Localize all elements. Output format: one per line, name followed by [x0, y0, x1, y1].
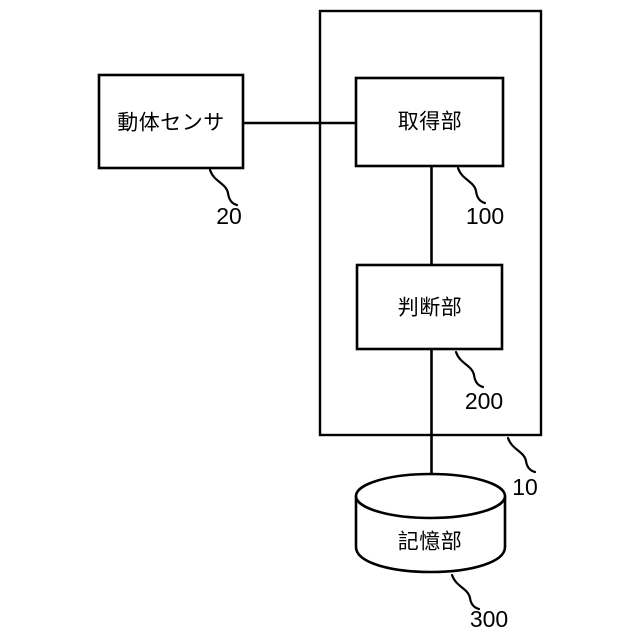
reference-number-300: 300	[470, 606, 508, 632]
storage-unit-cylinder-top	[354, 472, 507, 520]
acquisition-unit-box	[354, 76, 505, 168]
leader-line-10	[506, 436, 537, 474]
judgment-unit-box	[355, 263, 504, 351]
leader-line-200	[454, 350, 485, 389]
leader-line-100	[456, 166, 487, 205]
acquisition-unit-label: 取得部	[398, 111, 463, 134]
reference-number-100: 100	[466, 203, 504, 229]
leader-line-300	[450, 573, 481, 611]
motion-sensor-label: 動体センサ	[117, 112, 225, 135]
reference-number-20: 20	[216, 203, 242, 229]
storage-unit-label: 記憶部	[398, 531, 463, 554]
leader-line-20	[208, 168, 239, 207]
reference-number-200: 200	[465, 388, 503, 414]
motion-sensor-box	[97, 73, 245, 170]
judgment-unit-label: 判断部	[398, 297, 463, 320]
reference-number-10: 10	[512, 474, 538, 500]
